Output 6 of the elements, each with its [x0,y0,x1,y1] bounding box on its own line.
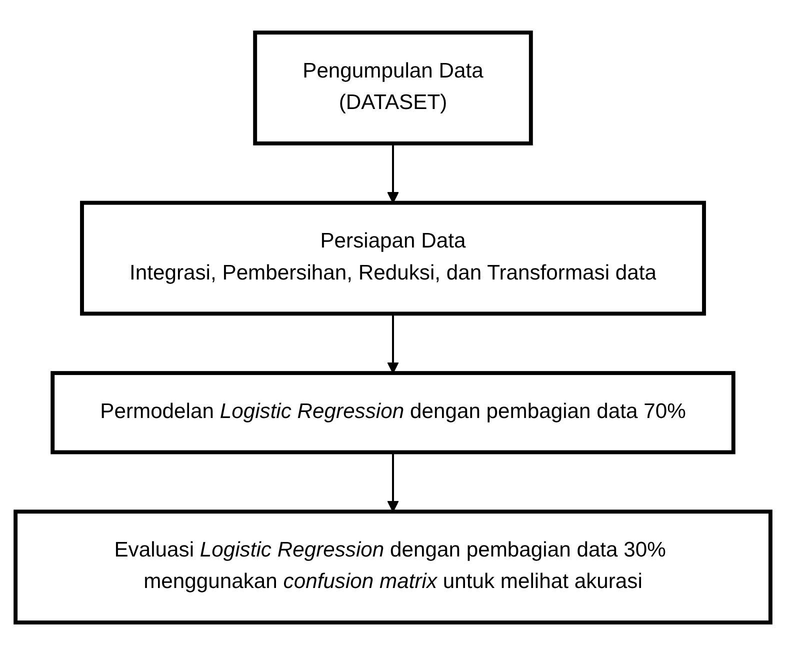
flowchart-diagram: Pengumpulan Data (DATASET) Persiapan Data Integrasi, Pembersihan, Reduksi, dan Transformasi data Permodelan Logistic Regression dengan pembagian data 70% Evaluasi Logistic Regression dengan pembagian data 30% menggunakan confusion matrix untuk melihat akurasi [5,22,781,634]
arrow [387,144,399,204]
node-box [253,31,533,146]
node-box [80,201,706,316]
node-box [14,510,772,625]
node-box [50,372,736,455]
